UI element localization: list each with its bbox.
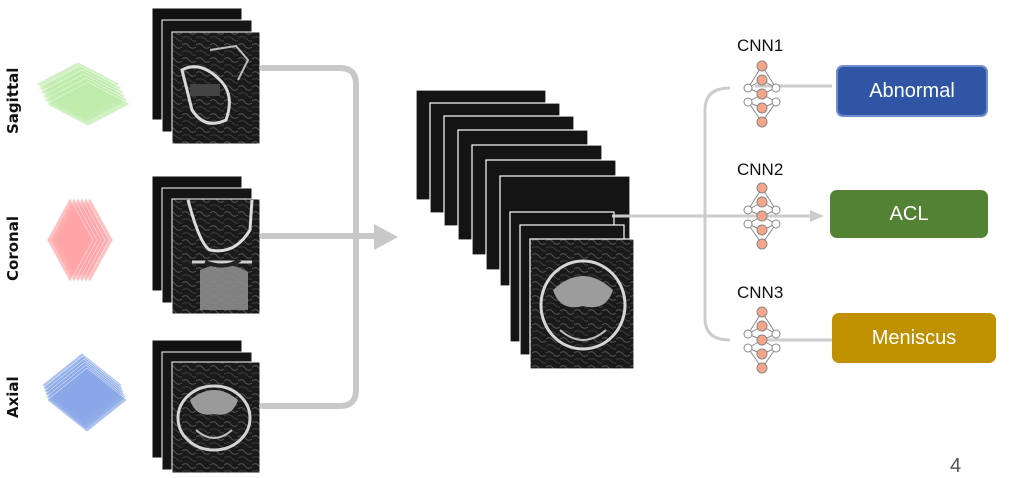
merge-arrowhead bbox=[374, 224, 398, 250]
coronal-mri-stack bbox=[151, 175, 261, 315]
cnn2-label: CNN2 bbox=[737, 160, 784, 179]
combined-mri-stack bbox=[415, 89, 635, 370]
acl-arrowhead bbox=[810, 210, 824, 222]
view-label-axial: Axial bbox=[4, 376, 22, 418]
branch-connector bbox=[612, 84, 832, 342]
page-number: 4 bbox=[950, 455, 962, 477]
axial-slab-icon bbox=[41, 352, 128, 433]
output-meniscus: Meniscus bbox=[832, 313, 996, 363]
cnn2-icon bbox=[743, 182, 781, 250]
axial-mri-stack bbox=[151, 339, 261, 473]
cnn1-label: CNN1 bbox=[737, 36, 784, 55]
output-acl: ACL bbox=[830, 190, 988, 238]
coronal-slab-icon bbox=[46, 197, 114, 283]
cnn3-icon bbox=[743, 306, 781, 374]
sagittal-slab-icon bbox=[35, 61, 131, 127]
view-label-sagittal: Sagittal bbox=[4, 67, 22, 134]
view-label-coronal: Coronal bbox=[4, 216, 22, 281]
merge-arrows bbox=[259, 65, 379, 409]
output-abnormal: Abnormal bbox=[836, 65, 988, 117]
sagittal-mri-stack bbox=[151, 7, 261, 145]
cnn3-label: CNN3 bbox=[737, 283, 784, 302]
cnn1-icon bbox=[743, 60, 781, 128]
